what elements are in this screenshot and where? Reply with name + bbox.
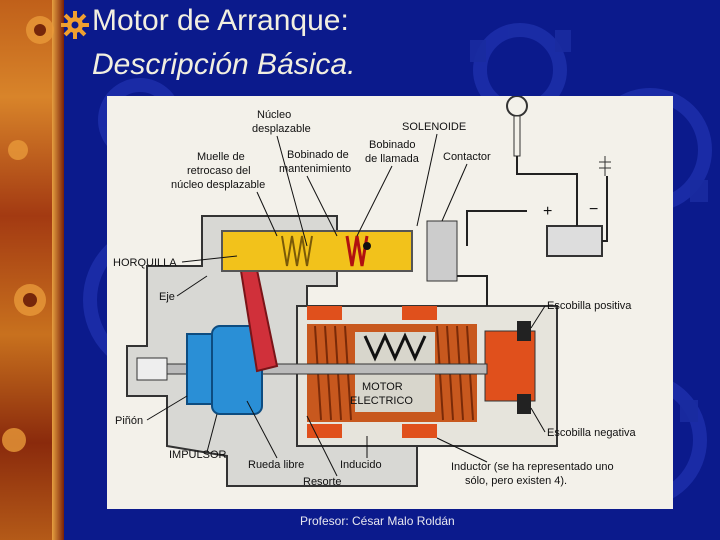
label-horquilla: HORQUILLA: [113, 257, 177, 269]
side-bar-stripe: [52, 0, 64, 540]
inductor-pad: [307, 306, 342, 320]
wires: [457, 156, 608, 306]
label-pinon: Piñón: [115, 415, 143, 427]
side-gear-icons: [2, 16, 54, 452]
label-eje: Eje: [159, 291, 175, 303]
diagram-drawing: Núcleo desplazable SOLENOIDE Bobinado de…: [113, 96, 637, 488]
impulsor-pinion: [186, 325, 263, 415]
contacts: [426, 220, 458, 282]
label-nucleo-1: Núcleo: [257, 109, 291, 121]
label-bobinado-llamada-2: de llamada: [365, 153, 420, 165]
solenoid: [221, 230, 413, 272]
battery: [546, 225, 603, 257]
label-muelle-3: núcleo desplazable: [171, 179, 265, 191]
decorative-side-bar: [0, 0, 64, 540]
ground-icon: [599, 156, 611, 176]
label-contactor: Contactor: [443, 151, 491, 163]
slide-title-line-2: Descripción Básica.: [92, 48, 356, 81]
label-motor-1: MOTOR: [362, 381, 403, 393]
label-resorte: Resorte: [303, 476, 342, 488]
label-impulsor: IMPULSOR: [169, 449, 227, 461]
label-muelle-1: Muelle de: [197, 151, 245, 163]
label-bobinado-mant-2: mantenimiento: [279, 163, 351, 175]
label-inductor-1: Inductor (se ha representado uno: [451, 461, 614, 473]
label-minus: −: [589, 201, 598, 218]
label-nucleo-2: desplazable: [252, 123, 311, 135]
label-inductor-2: sólo, pero existen 4).: [465, 475, 567, 487]
label-leader-lines: [146, 133, 546, 477]
commutator: [484, 330, 536, 402]
label-plus: +: [543, 203, 552, 220]
label-bobinado-llamada-1: Bobinado: [369, 139, 416, 151]
inductor-pad: [402, 306, 437, 320]
slide-title-line-1: Motor de Arranque:: [92, 4, 349, 37]
negative-brush: [517, 394, 531, 414]
label-motor-2: ELECTRICO: [350, 395, 413, 407]
shaft-end: [136, 357, 168, 381]
label-solenoide: SOLENOIDE: [402, 121, 466, 133]
label-bobinado-mant-1: Bobinado de: [287, 149, 349, 161]
label-escobilla-positiva: Escobilla positiva: [547, 300, 632, 312]
gear-bullet-icon: [61, 11, 89, 39]
starter-motor-diagram: Núcleo desplazable SOLENOIDE Bobinado de…: [107, 96, 673, 509]
inductor-pad: [402, 424, 437, 438]
footer-credit: Profesor: César Malo Roldán: [300, 514, 455, 528]
label-escobilla-negativa: Escobilla negativa: [547, 427, 637, 439]
label-inducido: Inducido: [340, 459, 382, 471]
label-rueda-libre: Rueda libre: [248, 459, 304, 471]
label-muelle-2: retrocaso del: [187, 165, 251, 177]
armature-spring: [363, 332, 427, 362]
ignition-key-icon: [506, 96, 528, 157]
positive-brush: [517, 321, 531, 341]
